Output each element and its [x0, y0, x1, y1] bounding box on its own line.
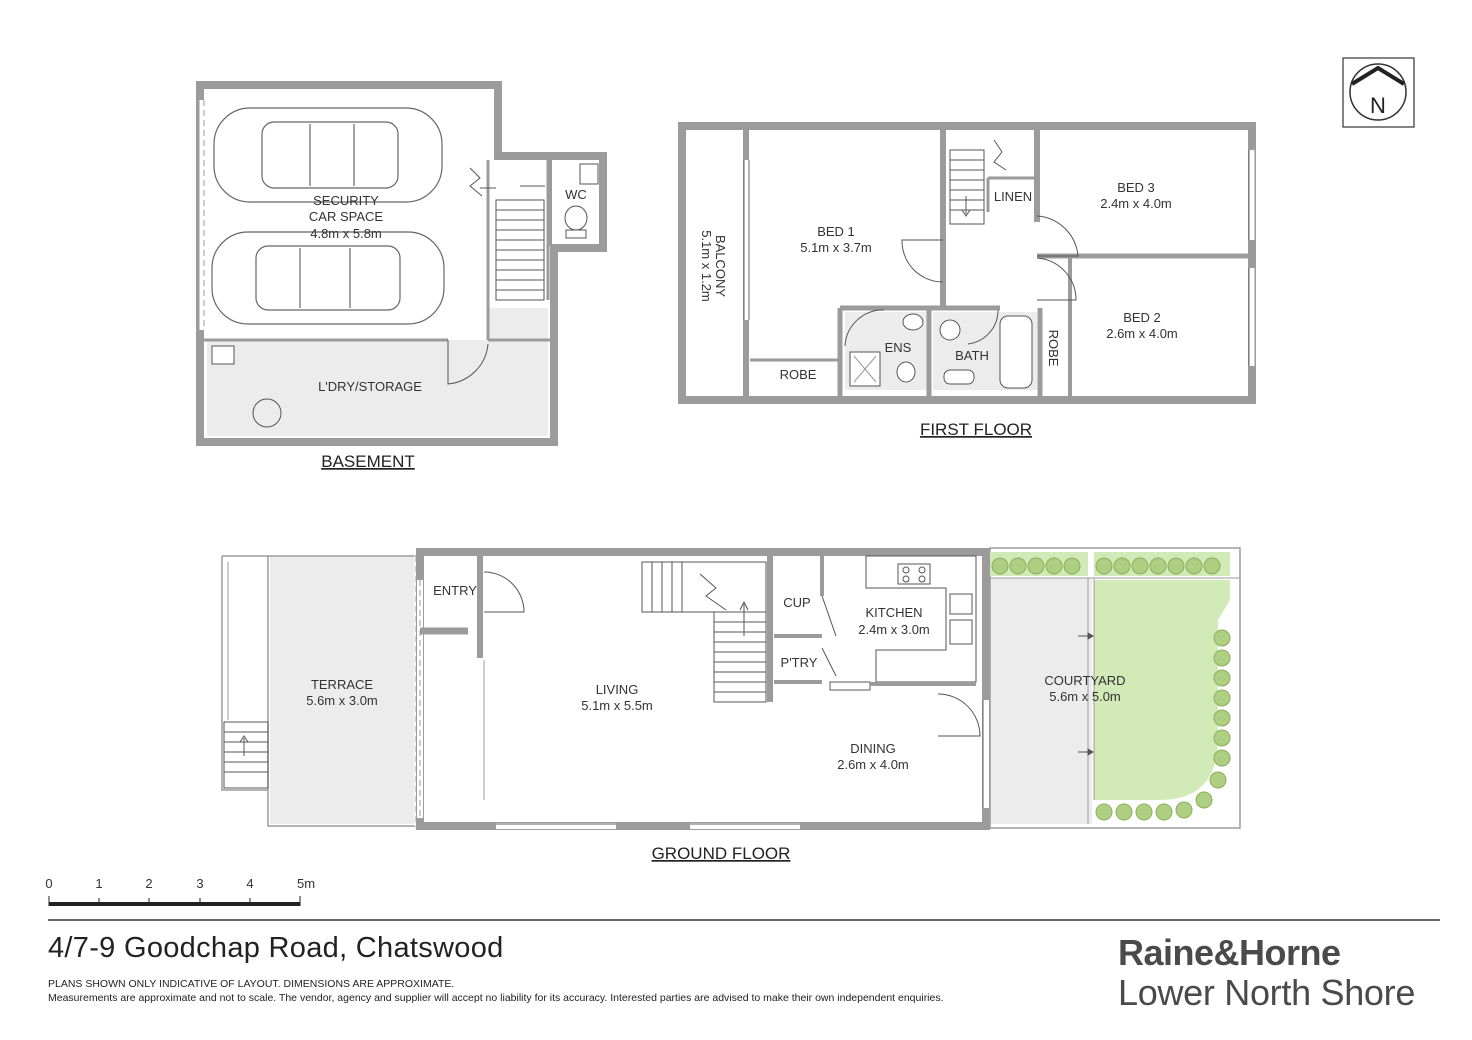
wc-fixtures	[564, 163, 599, 239]
ens-fixtures	[849, 313, 924, 387]
hedge-plants	[990, 552, 1231, 821]
balcony-dims: 5.1m x 1.2m	[699, 230, 714, 302]
ground-floor-walls	[416, 548, 990, 830]
agency-logo-name: Raine&Horne	[1118, 932, 1341, 973]
scale-tick-4: 4	[246, 876, 253, 891]
robe1-label: ROBE	[780, 367, 817, 382]
scale-tick-5: 5m	[297, 876, 315, 891]
first-floor-doors	[844, 215, 1079, 347]
stair-landing-floor	[488, 308, 548, 340]
compass-north-label: N	[1370, 93, 1386, 118]
terrace-label: TERRACE	[311, 677, 373, 692]
terrace-stairs	[223, 721, 269, 789]
kitchen-label: KITCHEN	[865, 605, 922, 620]
courtyard-label: COURTYARD	[1044, 673, 1125, 688]
storage-door	[447, 340, 489, 385]
kitchen-fixtures	[829, 555, 977, 691]
laundry-tub	[211, 345, 235, 365]
scale-tick-3: 3	[196, 876, 203, 891]
car-space-label-2: CAR SPACE	[309, 209, 383, 224]
agency-logo-office: Lower North Shore	[1118, 972, 1416, 1013]
north-compass: N	[1342, 57, 1415, 128]
dining-label: DINING	[850, 741, 896, 756]
car-space-label-1: SECURITY	[313, 193, 379, 208]
basement-staircase	[469, 167, 545, 301]
wc-label: WC	[565, 187, 587, 202]
bed1-label: BED 1	[817, 224, 855, 239]
bed3-dims: 2.4m x 4.0m	[1100, 196, 1172, 211]
car-outline-top	[213, 107, 443, 203]
bath-fixtures	[939, 315, 1033, 389]
dining-dims: 2.6m x 4.0m	[837, 757, 909, 772]
courtyard-paving	[990, 578, 1092, 824]
terrace-floor	[270, 556, 416, 824]
laundry-label: L'DRY/STORAGE	[318, 379, 422, 394]
entry-door	[483, 571, 525, 613]
balcony-label: BALCONY	[713, 235, 728, 297]
first-floor-staircase	[949, 139, 1007, 225]
car-outline-bottom	[211, 231, 445, 325]
car-space-dims: 4.8m x 5.8m	[310, 226, 382, 241]
disclaimer-line-1: PLANS SHOWN ONLY INDICATIVE OF LAYOUT. D…	[48, 978, 455, 990]
terrace-dims: 5.6m x 3.0m	[306, 693, 378, 708]
courtyard-lawn	[1094, 580, 1230, 800]
ens-label: ENS	[885, 340, 912, 355]
scale-tick-0: 0	[45, 876, 52, 891]
scale-tick-1: 1	[95, 876, 102, 891]
living-dims: 5.1m x 5.5m	[581, 698, 653, 713]
bath-label: BATH	[955, 348, 989, 363]
bed3-label: BED 3	[1117, 180, 1155, 195]
courtyard-dims: 5.6m x 5.0m	[1049, 689, 1121, 704]
robe2-label: ROBE	[1046, 330, 1061, 367]
disclaimer-line-2: Measurements are approximate and not to …	[48, 992, 944, 1004]
ground-floor-plan: TERRACE 5.6m x 3.0m ENTRY LIVING 5.1m x …	[221, 547, 1241, 863]
bed1-dims: 5.1m x 3.7m	[800, 240, 872, 255]
first-floor-plan: BED 1 5.1m x 3.7m BALCONY 5.1m x 1.2m RO…	[678, 122, 1256, 439]
kitchen-dims: 2.4m x 3.0m	[858, 622, 930, 637]
property-address: 4/7-9 Goodchap Road, Chatswood	[48, 932, 504, 964]
scale-bar: 0 1 2 3 4 5m	[45, 876, 315, 906]
bed2-dims: 2.6m x 4.0m	[1106, 326, 1178, 341]
scale-tick-2: 2	[145, 876, 152, 891]
ground-floor-title: GROUND FLOOR	[652, 844, 791, 863]
basement-plan: SECURITY CAR SPACE 4.8m x 5.8m WC L'DRY/…	[196, 81, 607, 471]
ptry-label: P'TRY	[781, 655, 818, 670]
cup-label: CUP	[783, 595, 810, 610]
ground-floor-staircase	[641, 561, 767, 703]
laundry-floor	[207, 340, 548, 436]
living-label: LIVING	[596, 682, 639, 697]
linen-label: LINEN	[994, 189, 1032, 204]
first-floor-title: FIRST FLOOR	[920, 420, 1032, 439]
water-heater	[252, 398, 282, 428]
bed2-label: BED 2	[1123, 310, 1161, 325]
basement-title: BASEMENT	[321, 452, 415, 471]
entry-label: ENTRY	[433, 583, 477, 598]
courtyard-arrows	[1078, 632, 1094, 756]
dining-door	[937, 693, 981, 737]
basement-walls	[196, 81, 607, 446]
